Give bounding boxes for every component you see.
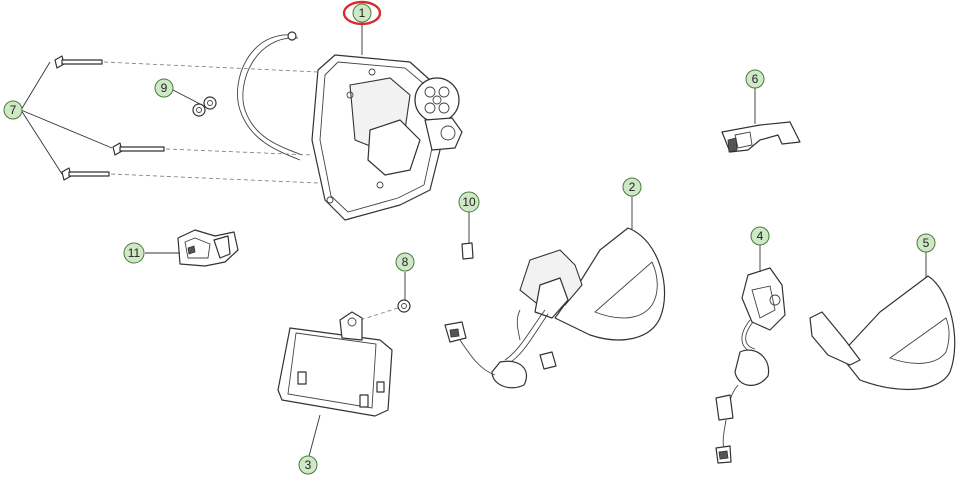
part-11-bracket (145, 229, 239, 267)
callout-10[interactable]: 10 (458, 191, 480, 213)
part-4-motor (715, 245, 786, 464)
callout-4[interactable]: 4 (750, 226, 770, 246)
callout-1[interactable]: 1 (342, 0, 382, 26)
callout-9-label: 9 (161, 81, 168, 95)
part-1-housing (237, 22, 463, 221)
part-8-grommet (359, 272, 411, 321)
callout-11-label: 11 (128, 246, 141, 260)
part-2-mirror-housing (444, 196, 666, 389)
callout-10-label: 10 (462, 195, 476, 209)
callout-3[interactable]: 3 (298, 455, 318, 475)
callout-11[interactable]: 11 (123, 242, 145, 264)
callout-7[interactable]: 7 (3, 100, 23, 120)
callout-4-label: 4 (757, 229, 764, 243)
callout-7-label: 7 (10, 103, 17, 117)
part-6-clip (721, 88, 801, 153)
part-3-module (277, 311, 393, 461)
callout-9[interactable]: 9 (154, 78, 174, 98)
callout-8-label: 8 (402, 255, 409, 269)
part-10-pad (461, 211, 474, 260)
callout-3-label: 3 (305, 458, 312, 472)
callout-2-label: 2 (629, 180, 636, 194)
part-5-cover (809, 252, 956, 390)
callout-5-label: 5 (923, 236, 930, 250)
part-9-nuts (172, 89, 217, 117)
callout-8[interactable]: 8 (395, 252, 415, 272)
callout-6[interactable]: 6 (745, 69, 765, 89)
callout-2[interactable]: 2 (622, 177, 642, 197)
callout-1-highlight-ring (342, 0, 382, 26)
callout-1-label: 1 (359, 6, 366, 20)
callout-6-label: 6 (752, 72, 759, 86)
callout-5[interactable]: 5 (916, 233, 936, 253)
part-7-bolts (20, 55, 319, 184)
